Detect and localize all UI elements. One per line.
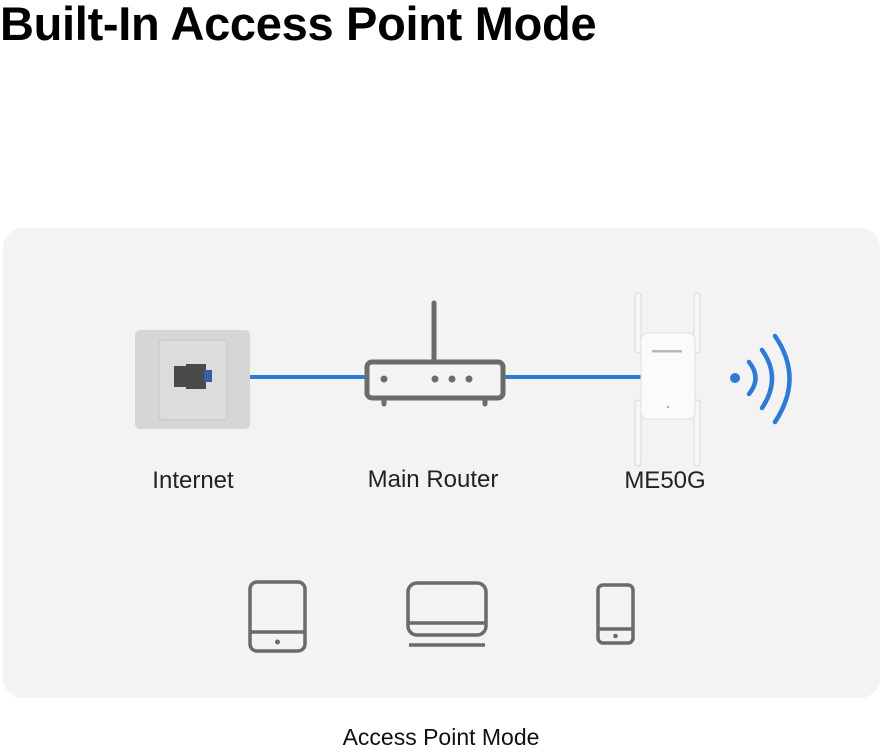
tablet-icon [248,580,308,654]
wifi-signal-icon [724,330,800,430]
smartphone-icon [596,583,636,647]
router-icon [360,298,510,408]
node-label-main-router: Main Router [367,466,499,493]
range-extender-icon [628,290,708,470]
diagram-panel [3,228,880,698]
page-title: Built-In Access Point Mode [0,0,597,50]
node-label-me50g: ME50G [624,467,706,494]
laptop-icon [406,581,490,649]
node-label-internet: Internet [152,467,234,494]
ethernet-wall-port-icon [134,329,252,431]
diagram-caption: Access Point Mode [342,724,540,750]
